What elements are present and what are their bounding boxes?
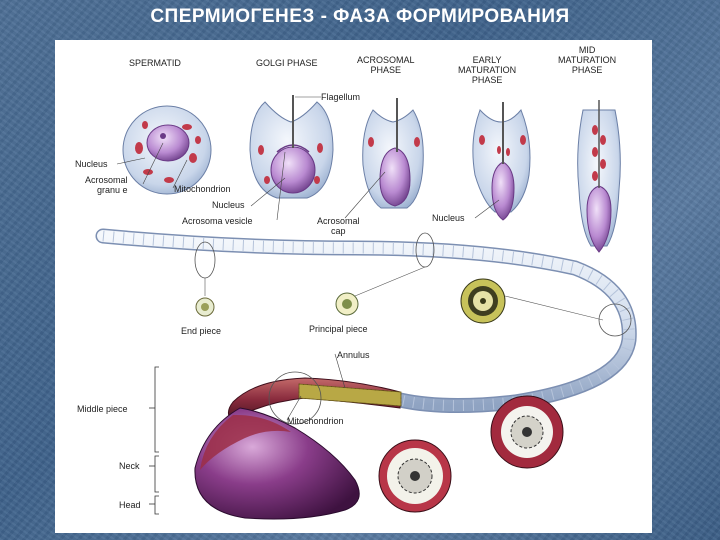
mid-maturation-cell	[577, 100, 621, 253]
label-nucleus-maturation: Nucleus	[432, 213, 465, 223]
label-middle-piece: Middle piece	[77, 404, 128, 414]
label-nucleus-spermatid: Nucleus	[75, 159, 108, 169]
spermatid-cell	[122, 105, 212, 195]
label-end-piece: End piece	[181, 326, 222, 336]
sperm-tail	[95, 228, 637, 414]
segment-brackets	[149, 366, 159, 515]
label-nucleus-golgi: Nucleus	[212, 200, 245, 210]
label-principal-piece: Principal piece	[309, 324, 368, 334]
mitochondria	[368, 137, 420, 147]
label-neck: Neck	[119, 461, 140, 471]
phase-heading-acrosomal: ACROSOMAL PHASE	[357, 55, 415, 75]
label-annulus: Annulus	[337, 350, 370, 360]
sperm-head	[194, 407, 360, 520]
label-mitochondrion-bottom: Mitochondrion	[287, 416, 344, 426]
mitochondria	[479, 135, 526, 156]
phase-heading-golgi: GOLGI PHASE	[256, 58, 318, 68]
pointer-lines-bottom	[286, 353, 346, 421]
label-acrosomal-granule: Acrosomal granu e	[85, 175, 128, 195]
phase-heading-early-maturation: EARLY MATURATION PHASE	[458, 55, 517, 85]
golgi-phase-cell	[249, 95, 334, 199]
slide-title: СПЕРМИОГЕНЕЗ - ФАЗА ФОРМИРОВАНИЯ	[150, 6, 570, 27]
label-acrosomal-cap: Acrosomal cap	[317, 216, 360, 236]
mitochondria	[258, 143, 323, 184]
label-head: Head	[119, 500, 141, 510]
diagram-panel: SPERMATID GOLGI PHASE ACROSOMAL PHASE EA…	[55, 40, 652, 533]
label-mitochondrion-top: Mitochondrion	[174, 184, 231, 194]
mid-piece-section-right	[490, 395, 564, 469]
phase-heading-mid-maturation: MID MATURATION PHASE	[558, 45, 617, 75]
spermiogenesis-diagram	[95, 95, 637, 520]
mitochondria	[135, 121, 201, 183]
end-piece-section	[195, 297, 215, 317]
mitochondria	[592, 125, 606, 181]
middle-piece	[227, 377, 402, 421]
pointer-lines-top	[116, 96, 500, 221]
phase-heading-spermatid: SPERMATID	[129, 58, 181, 68]
label-flagellum: Flagellum	[321, 92, 361, 102]
zoom-lines	[204, 266, 604, 321]
principal-piece-section	[335, 292, 359, 316]
tail-cross-section	[460, 278, 506, 324]
mid-piece-section-left	[378, 439, 452, 513]
early-maturation-cell	[472, 102, 531, 221]
acrosomal-phase-cell	[362, 98, 424, 209]
label-acrosomal-vesicle: Acrosoma vesicle	[182, 216, 253, 226]
